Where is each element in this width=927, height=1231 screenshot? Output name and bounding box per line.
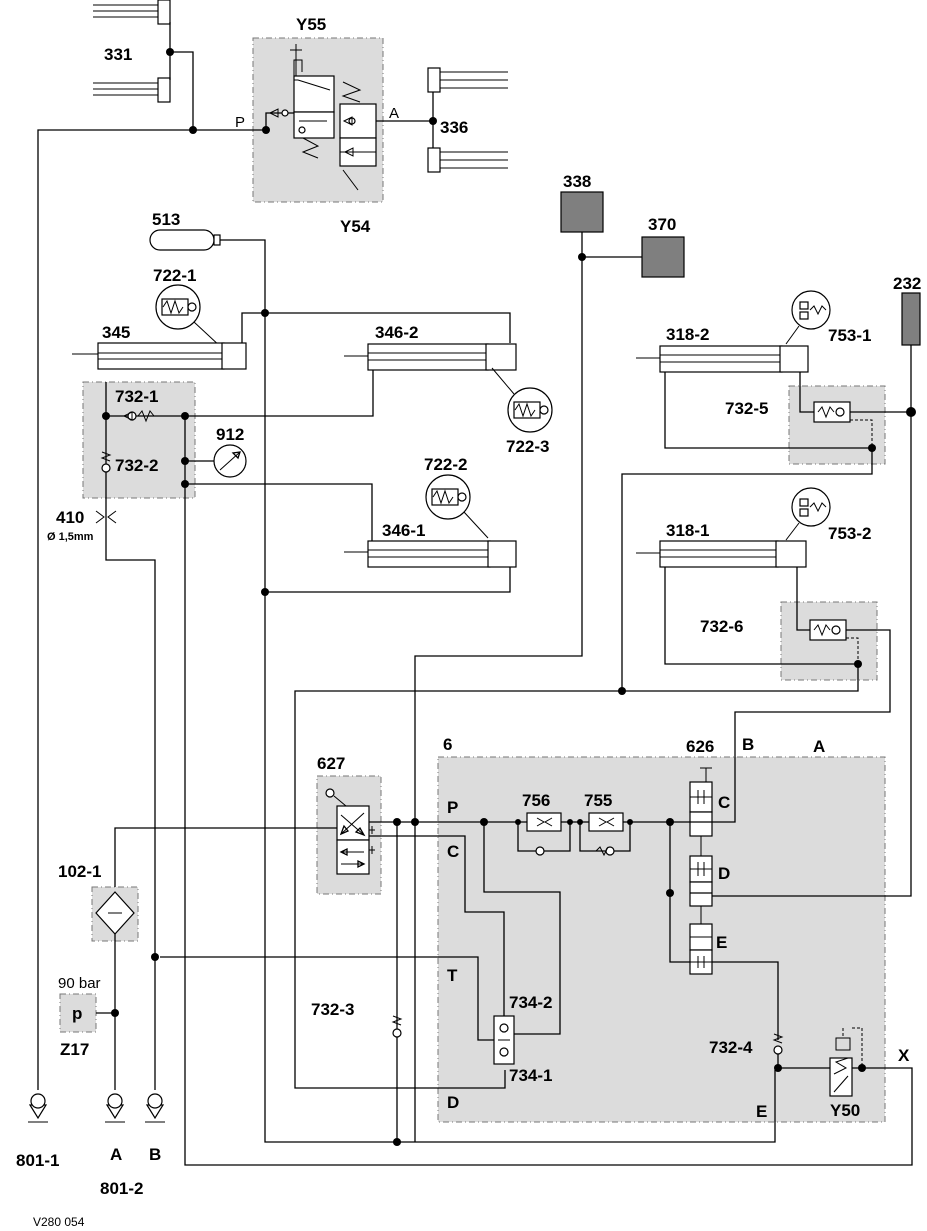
port-a-icon xyxy=(105,1093,125,1123)
label-p-switch: p xyxy=(72,1004,82,1023)
label-port-b-right: B xyxy=(742,735,754,754)
label-345: 345 xyxy=(102,323,130,342)
label-734-1: 734-1 xyxy=(509,1066,552,1085)
pressure-gauge-722-3 xyxy=(491,367,553,433)
label-732-2: 732-2 xyxy=(115,456,158,475)
label-port-c-block: C xyxy=(447,842,459,861)
valve-box-732-5 xyxy=(788,385,886,465)
valve-box-732-6 xyxy=(780,601,878,681)
label-port-b-bottom: B xyxy=(149,1145,161,1164)
label-410-diameter: Ø 1,5mm xyxy=(47,531,94,543)
check-valve-732-3 xyxy=(391,1015,403,1038)
pressure-switch-box-z17 xyxy=(59,993,97,1033)
valve-box-732-1-732-2 xyxy=(82,381,196,499)
label-912: 912 xyxy=(216,425,244,444)
label-port-d-block: D xyxy=(447,1093,459,1112)
label-722-3: 722-3 xyxy=(506,437,549,456)
label-port-a-bottom: A xyxy=(110,1145,122,1164)
label-318-1: 318-1 xyxy=(666,521,709,540)
restrictor-410 xyxy=(95,510,117,524)
label-90-bar: 90 bar xyxy=(58,975,101,992)
label-port-p-top: P xyxy=(235,114,245,131)
label-port-d-valve: D xyxy=(718,864,730,883)
pressure-gauge-912 xyxy=(213,444,247,478)
cylinder-318-2 xyxy=(636,345,809,373)
valve-y54 xyxy=(339,81,377,191)
label-port-e-valve: E xyxy=(716,933,727,952)
check-valve-734 xyxy=(493,1015,515,1065)
label-756: 756 xyxy=(522,791,550,810)
sensor-753-1 xyxy=(785,290,831,345)
port-b-icon xyxy=(145,1093,165,1123)
relief-valve-y50 xyxy=(829,1027,863,1097)
label-722-2: 722-2 xyxy=(424,455,467,474)
label-410: 410 xyxy=(56,508,84,527)
valve-y55 xyxy=(290,44,335,159)
label-732-3: 732-3 xyxy=(311,1000,354,1019)
cylinder-346-1 xyxy=(344,540,517,568)
label-513: 513 xyxy=(152,210,180,229)
sensor-753-2 xyxy=(785,487,831,541)
valve-627 xyxy=(325,788,375,875)
label-102-1: 102-1 xyxy=(58,862,101,881)
label-755: 755 xyxy=(584,791,612,810)
label-338: 338 xyxy=(563,172,591,191)
cylinder-318-1 xyxy=(636,540,807,568)
label-370: 370 xyxy=(648,215,676,234)
sensor-370 xyxy=(641,236,685,278)
label-626: 626 xyxy=(686,737,714,756)
label-port-x: X xyxy=(898,1046,910,1065)
cylinder-336-lower xyxy=(427,147,508,173)
label-732-1: 732-1 xyxy=(115,387,158,406)
check-valve-732-6 xyxy=(809,619,847,641)
label-y55: Y55 xyxy=(296,15,326,34)
control-block-6 xyxy=(437,756,886,1123)
label-y50: Y50 xyxy=(830,1101,860,1120)
accumulator-513 xyxy=(149,229,215,251)
label-z17: Z17 xyxy=(60,1040,89,1059)
label-801-1: 801-1 xyxy=(16,1151,59,1170)
label-722-1: 722-1 xyxy=(153,266,196,285)
cylinder-346-2 xyxy=(344,343,517,371)
label-port-p-block: P xyxy=(447,798,458,817)
label-801-2: 801-2 xyxy=(100,1179,143,1198)
label-734-2: 734-2 xyxy=(509,993,552,1012)
reference-code: V280 054 xyxy=(33,1215,85,1229)
sensor-232 xyxy=(901,292,921,346)
pressure-gauge-722-1 xyxy=(155,284,223,349)
label-port-c-valve: C xyxy=(718,793,730,812)
sensor-338 xyxy=(560,191,604,233)
label-346-2: 346-2 xyxy=(375,323,418,342)
label-6: 6 xyxy=(443,735,452,754)
label-732-4: 732-4 xyxy=(709,1038,753,1057)
cylinder-336-upper xyxy=(427,67,508,93)
cylinder-331-upper xyxy=(93,0,171,25)
check-valve-732-2 xyxy=(100,451,112,473)
label-232: 232 xyxy=(893,274,921,293)
label-346-1: 346-1 xyxy=(382,521,425,540)
restrictor-755 xyxy=(577,812,633,857)
label-627: 627 xyxy=(317,754,345,773)
label-port-a-top: A xyxy=(389,105,399,122)
label-port-t-block: T xyxy=(447,966,458,985)
port-801-1-icon xyxy=(28,1093,48,1123)
label-318-2: 318-2 xyxy=(666,325,709,344)
label-732-5: 732-5 xyxy=(725,399,768,418)
cylinder-345 xyxy=(72,342,247,370)
label-port-e-block: E xyxy=(756,1102,767,1121)
label-336: 336 xyxy=(440,118,468,137)
check-valve-732-5 xyxy=(813,401,851,423)
label-732-6: 732-6 xyxy=(700,617,743,636)
pressure-gauge-722-2 xyxy=(425,474,489,539)
label-753-1: 753-1 xyxy=(828,326,871,345)
valve-stack-626 xyxy=(689,767,713,975)
cylinder-331-lower xyxy=(93,77,171,103)
label-331: 331 xyxy=(104,45,132,64)
label-port-a-right: A xyxy=(813,737,825,756)
restrictor-756 xyxy=(515,812,573,856)
label-753-2: 753-2 xyxy=(828,524,871,543)
label-y54: Y54 xyxy=(340,217,371,236)
